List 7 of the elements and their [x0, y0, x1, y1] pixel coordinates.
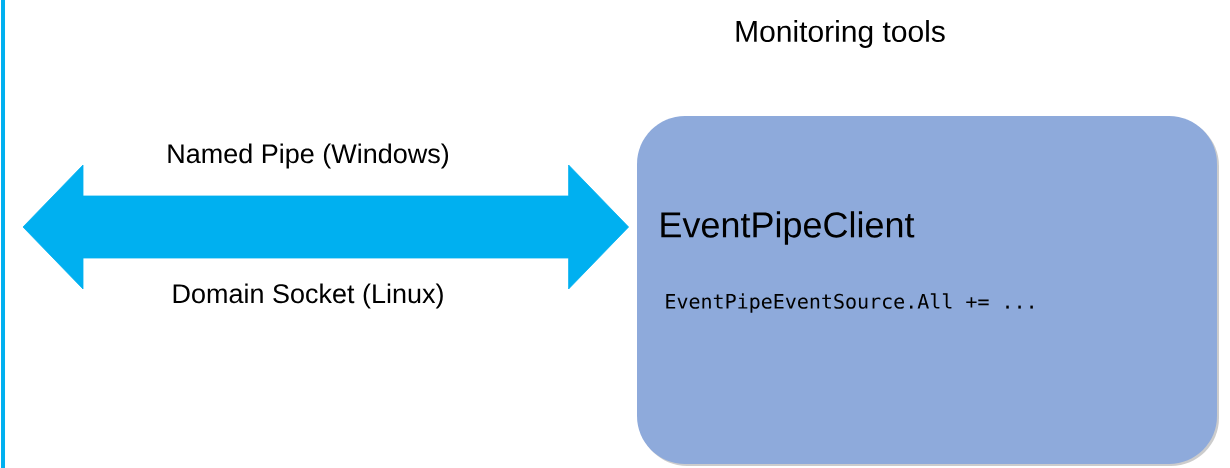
- double-arrow: [22, 164, 629, 290]
- heading: Monitoring tools: [736, 20, 945, 48]
- box-title: EventPipeClient: [661, 211, 915, 245]
- text-label: Domain Socket (Linux): [173, 283, 443, 309]
- code-text: EventPipeEventSource.All += ...: [666, 293, 1033, 313]
- box-border: [1, 0, 5, 468]
- edge-label: Named Pipe (Windows): [168, 143, 449, 169]
